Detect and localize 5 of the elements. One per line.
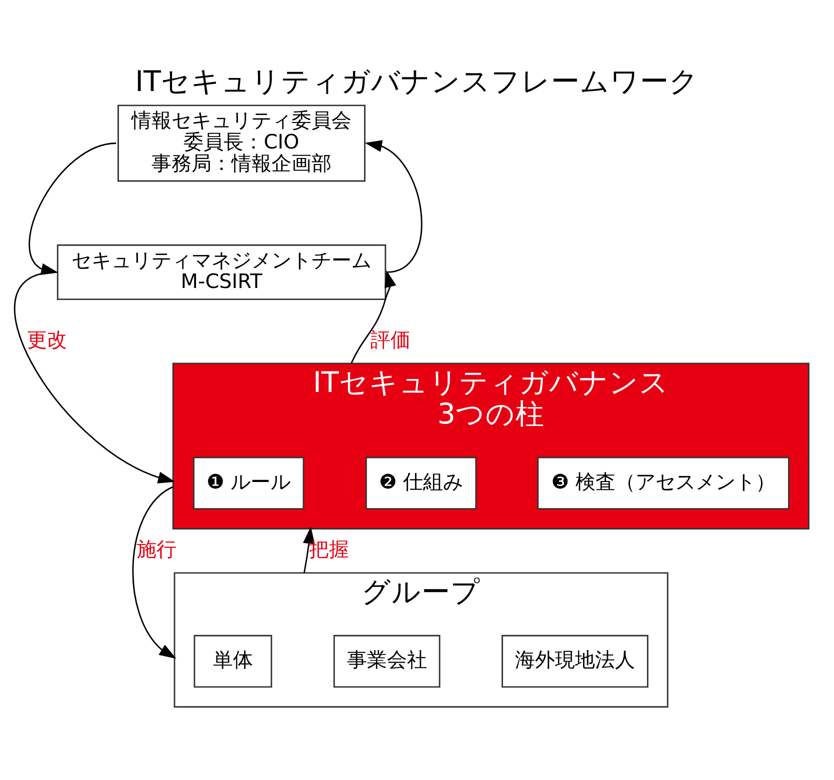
edge-label: 施行 [136, 536, 177, 561]
diagram-title: ITセキュリティガバナンスフレームワーク [135, 64, 699, 98]
edge-label: 評価 [370, 327, 410, 352]
edge-label: 把握 [309, 536, 350, 561]
edge-label: 更改 [26, 327, 67, 352]
